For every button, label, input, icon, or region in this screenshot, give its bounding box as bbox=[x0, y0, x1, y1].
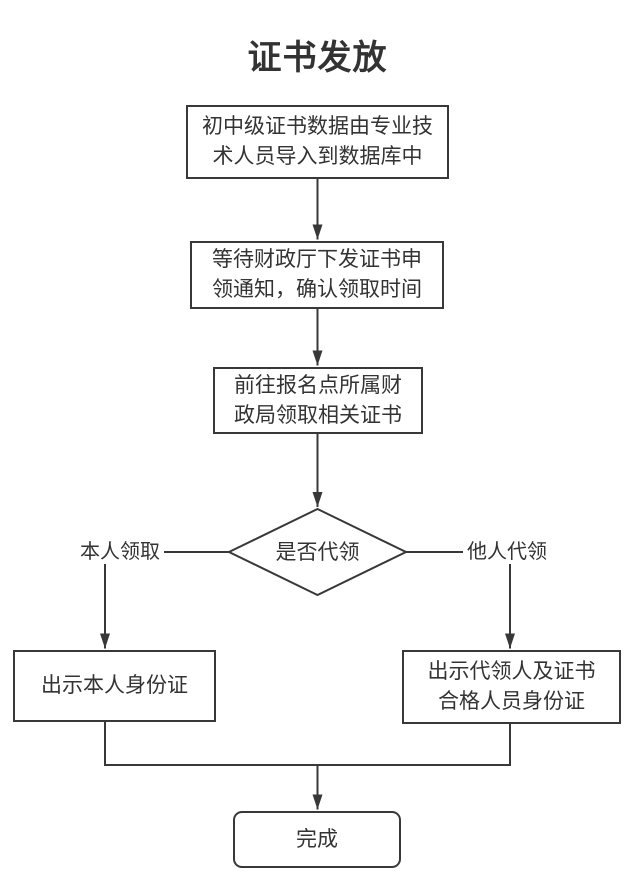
process-box-wait-notice: 等待财政厅下发证书申 领通知，确认领取时间 bbox=[190, 241, 444, 309]
connector-decision-to-agent bbox=[406, 551, 515, 649]
process-box-show-own-id: 出示本人身份证 bbox=[13, 650, 216, 722]
branch-label-agent-collect: 他人代领 bbox=[463, 541, 551, 564]
branch-label-self-collect: 本人领取 bbox=[76, 541, 164, 564]
process-box-import-data: 初中级证书数据由专业技 术人员导入到数据库中 bbox=[186, 105, 449, 179]
connector-merge bbox=[104, 722, 511, 766]
decision-label: 是否代领 bbox=[275, 541, 360, 564]
end-box-complete: 完成 bbox=[233, 811, 401, 868]
connector-decision-to-self bbox=[100, 551, 229, 649]
process-box-show-agent-id: 出示代领人及证书 合格人员身份证 bbox=[402, 650, 621, 724]
page-title: 证书发放 bbox=[247, 39, 388, 77]
process-box-collect-cert: 前往报名点所属财 政局领取相关证书 bbox=[213, 367, 423, 434]
decision-diamond-shape bbox=[226, 507, 409, 597]
